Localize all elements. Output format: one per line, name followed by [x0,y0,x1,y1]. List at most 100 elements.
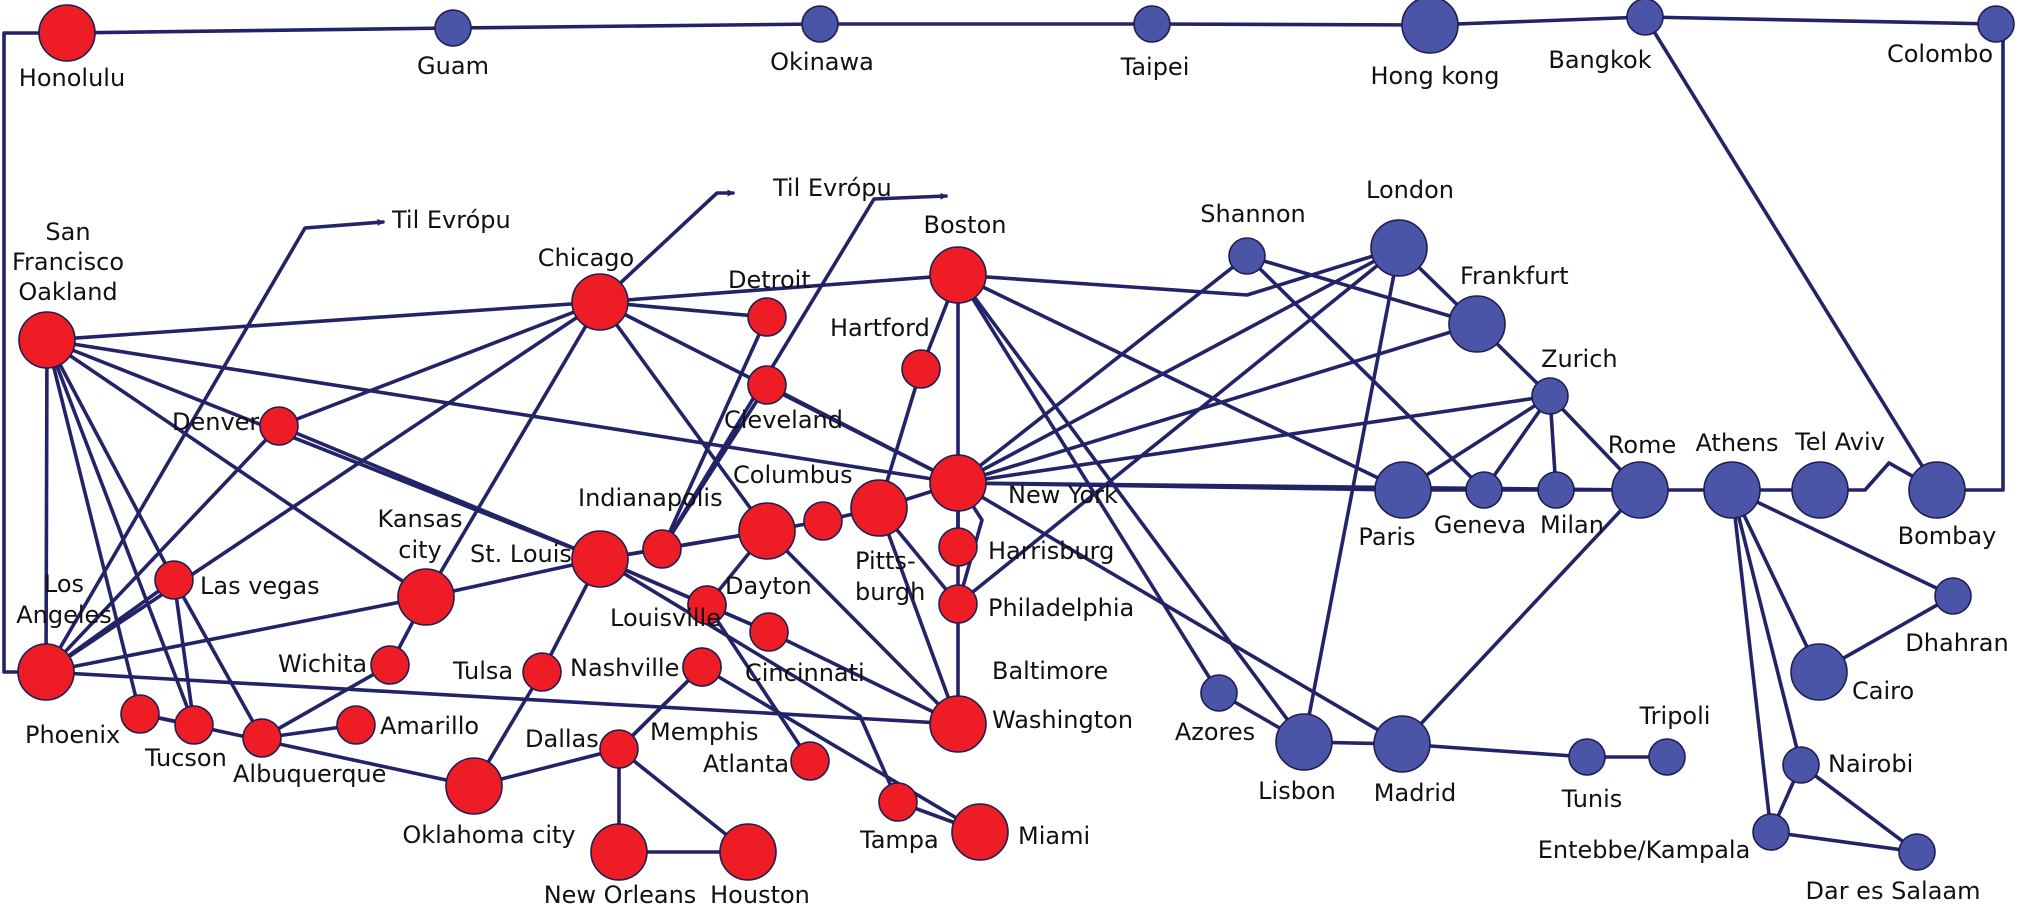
city-node-detroit[interactable] [747,297,787,337]
city-node-tulsa[interactable] [522,652,562,692]
city-label-frankfurt: Frankfurt [1460,262,1569,290]
city-node-indianapolis[interactable] [642,529,682,569]
city-node-newyork[interactable] [929,454,987,512]
city-node-taipei[interactable] [1133,5,1171,43]
city-label-pittsburgh: Pitts-burgh [855,547,925,606]
route-louisville-atlanta [705,603,812,763]
city-node-london[interactable] [1370,219,1428,277]
city-node-tucson[interactable] [174,705,214,745]
city-node-sfo[interactable] [18,311,76,369]
city-node-geneva[interactable] [1465,471,1503,509]
city-node-neworleans[interactable] [590,823,648,881]
route-lasvegas-albuquerque [172,578,264,740]
city-node-tampa[interactable] [878,782,918,822]
city-node-azores[interactable] [1200,674,1238,712]
city-node-entebbe[interactable] [1752,813,1790,851]
route-denver-chicago [277,300,602,428]
external-route-arrow [44,218,385,674]
city-label-wichita: Wichita [278,650,367,678]
city-node-pittsburgh[interactable] [850,479,908,537]
city-node-tunis[interactable] [1568,738,1606,776]
city-node-milan[interactable] [1537,471,1575,509]
city-node-losangeles[interactable] [17,643,75,701]
city-label-bombay: Bombay [1898,522,1997,550]
city-node-stlouis[interactable] [571,530,629,588]
route-bangkok-bombay [1643,15,1939,492]
city-label-dayton: Dayton [725,572,812,600]
city-node-houston[interactable] [719,823,777,881]
city-node-okinawa[interactable] [801,5,839,43]
route-nashville-miami [700,665,982,834]
route-hongkong-bangkok [1428,15,1647,27]
city-node-honolulu[interactable] [38,4,96,62]
city-node-nairobi[interactable] [1782,746,1820,784]
city-label-tripoli: Tripoli [1639,702,1711,730]
city-node-daressalaam[interactable] [1898,833,1936,871]
city-node-dhahran[interactable] [1934,577,1972,615]
city-node-kansascity[interactable] [397,568,455,626]
city-node-guam[interactable] [434,9,472,47]
city-label-azores: Azores [1175,718,1255,746]
city-node-colombo[interactable] [1977,5,2015,43]
city-label-rome: Rome [1608,431,1676,459]
city-node-philadelphia[interactable] [938,584,978,624]
city-node-hongkong[interactable] [1401,0,1459,54]
city-node-shannon[interactable] [1228,237,1266,275]
city-node-madrid[interactable] [1373,715,1431,773]
city-node-zurich[interactable] [1531,377,1569,415]
route-entebbe-daressalaam [1769,830,1919,854]
city-node-midohio[interactable] [803,501,843,541]
city-node-athens[interactable] [1703,461,1761,519]
city-node-washington[interactable] [929,695,987,753]
city-label-hongkong: Hong kong [1371,62,1500,90]
city-node-bangkok[interactable] [1626,0,1664,36]
city-node-bombay[interactable] [1908,461,1966,519]
city-label-telaviv: Tel Aviv [1794,428,1885,456]
city-label-nairobi: Nairobi [1828,750,1913,778]
city-label-tucson: Tucson [144,744,227,772]
city-node-phoenix[interactable] [120,694,160,734]
city-node-dallas[interactable] [599,729,639,769]
city-node-okcity[interactable] [445,757,503,815]
city-node-hartford[interactable] [901,349,941,389]
city-label-denver: Denver [172,408,259,436]
external-route-label: Til Evrópu [391,206,511,234]
city-node-frankfurt[interactable] [1448,295,1506,353]
city-node-memphis[interactable] [682,647,722,687]
route-rome-madrid [1400,488,1642,746]
city-node-atlanta[interactable] [790,741,830,781]
city-node-chicago[interactable] [571,273,629,331]
city-label-okinawa: Okinawa [770,48,874,76]
city-node-columbus[interactable] [738,502,796,560]
city-node-paris[interactable] [1374,461,1432,519]
city-node-miami[interactable] [951,803,1009,861]
city-node-boston[interactable] [929,246,987,304]
city-node-amarillo[interactable] [336,705,376,745]
route-taipei-hongkong [1150,22,1432,27]
city-node-wichita[interactable] [370,645,410,685]
city-label-honolulu: Honolulu [19,64,125,92]
city-node-cairo[interactable] [1790,643,1848,701]
route-sfo-lasvegas [45,338,176,582]
route-stlouis-tampa [598,557,900,804]
city-node-albuquerque[interactable] [242,718,282,758]
city-node-cleveland[interactable] [747,365,787,405]
city-node-harrisburg[interactable] [938,527,978,567]
city-node-lisbon[interactable] [1275,713,1333,771]
city-node-lasvegas[interactable] [154,560,194,600]
city-node-denver[interactable] [259,406,299,446]
route-chicago-boston [598,273,960,304]
route-kansascity-chicago [424,300,602,599]
city-node-rome[interactable] [1611,461,1669,519]
city-node-tripoli[interactable] [1648,738,1686,776]
route-cincinnati-washington [767,630,960,726]
route-philadelphia-london [956,246,1401,606]
city-node-cincinnati[interactable] [749,612,789,652]
city-label-guam: Guam [417,52,489,80]
city-node-telaviv[interactable] [1791,461,1849,519]
route-bangkok-colombo [1643,15,1998,26]
city-node-louisville[interactable] [687,585,727,625]
